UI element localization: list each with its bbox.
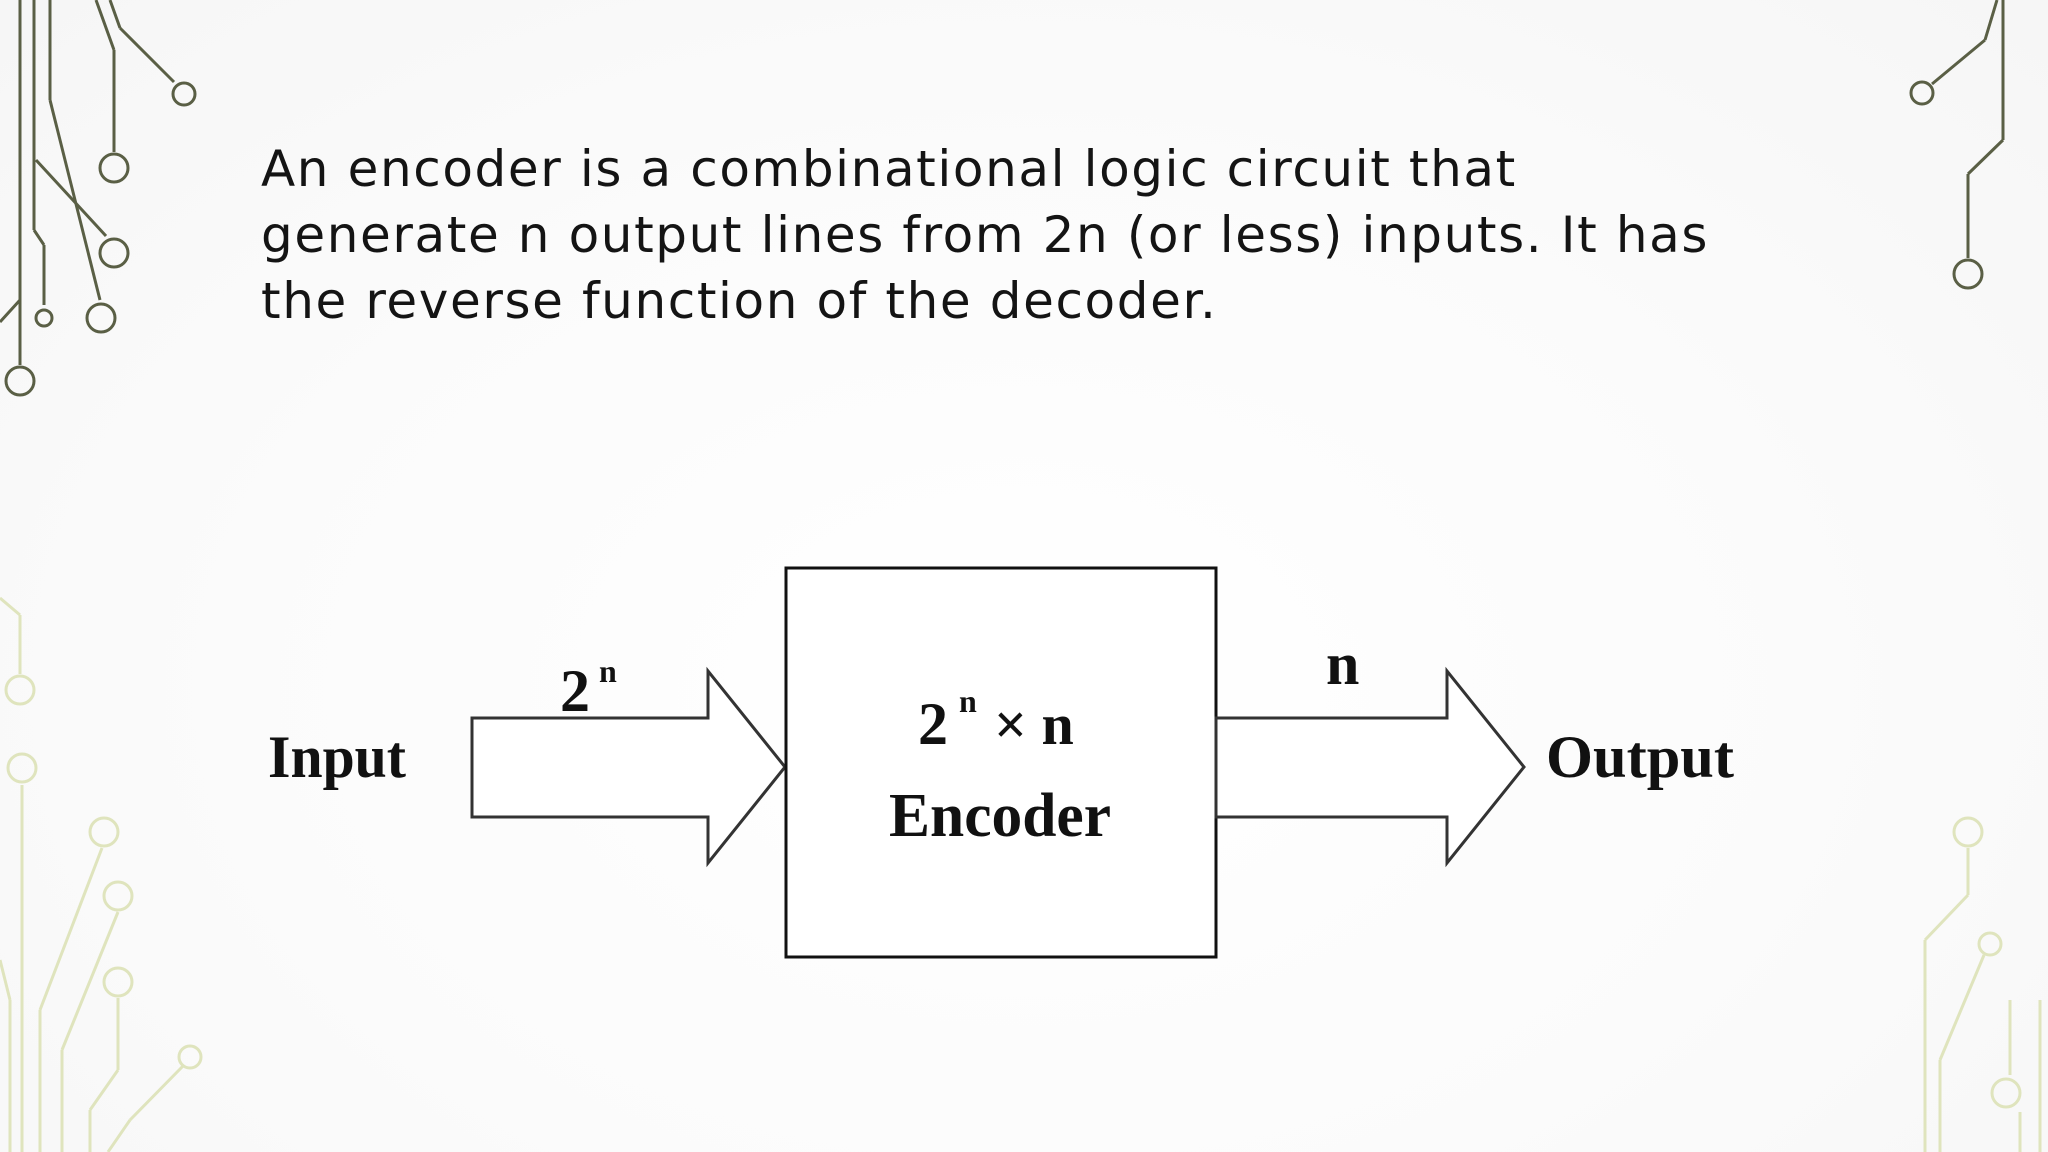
- block-name: Encoder: [889, 782, 1111, 850]
- encoder-block: [784, 566, 1218, 959]
- input-label: Input: [268, 724, 406, 790]
- input-arrow: [470, 666, 787, 868]
- body-line: generate n output lines from 2n (or less…: [261, 206, 1709, 264]
- output-label: Output: [1546, 724, 1734, 790]
- output-width: n: [1326, 631, 1359, 697]
- input-width-exponent: n: [599, 653, 617, 689]
- body-line: An encoder is a combinational logic circ…: [261, 140, 1517, 198]
- body-line: the reverse function of the decoder.: [261, 272, 1218, 330]
- input-width-base: 2: [560, 658, 590, 724]
- block-size-base: 2: [918, 691, 948, 757]
- output-arrow: [1214, 666, 1526, 868]
- slide-body-text: An encoder is a combinational logic circ…: [261, 136, 1821, 334]
- block-size-exponent: n: [959, 683, 977, 719]
- block-size-rest: × n: [994, 692, 1074, 757]
